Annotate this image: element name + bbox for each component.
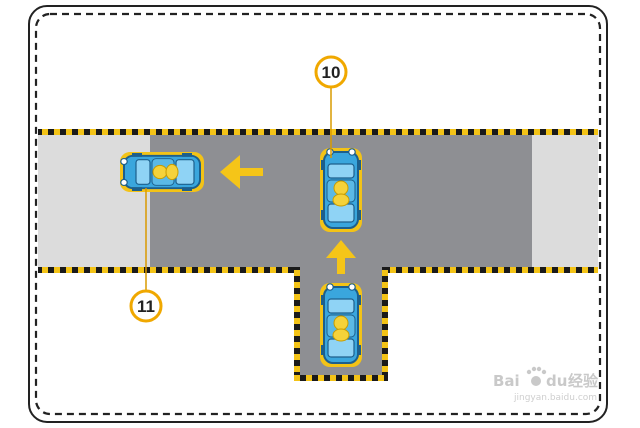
curb-bottom-left	[38, 267, 300, 273]
curb-bottom-right	[382, 267, 598, 273]
arrow-left-icon	[220, 155, 263, 189]
car-icon-left	[119, 151, 205, 193]
badge-11-label: 11	[137, 297, 155, 316]
car-icon-bottom	[319, 282, 363, 368]
curb-top	[38, 129, 598, 135]
curb-vertical-left	[294, 267, 300, 381]
watermark-url: jingyan.baidu.com	[513, 393, 597, 403]
badge-11: 11	[129, 289, 163, 323]
badge-10: 10	[314, 55, 348, 89]
watermark-brand-tail: du	[546, 372, 567, 390]
inner-dashed-frame	[34, 12, 602, 416]
watermark: Bai du 经验 jingyan.baidu.com	[493, 366, 599, 403]
sidewalk-right	[532, 132, 598, 270]
curb-vertical-bottom	[294, 375, 388, 381]
badge-10-label: 10	[322, 63, 341, 82]
watermark-brand: Bai	[493, 372, 520, 390]
car-icon-top	[319, 147, 363, 233]
watermark-suffix: 经验	[568, 372, 599, 390]
paw-icon	[526, 366, 547, 386]
arrow-up-icon	[326, 240, 356, 274]
curb-vertical-right	[382, 267, 388, 381]
